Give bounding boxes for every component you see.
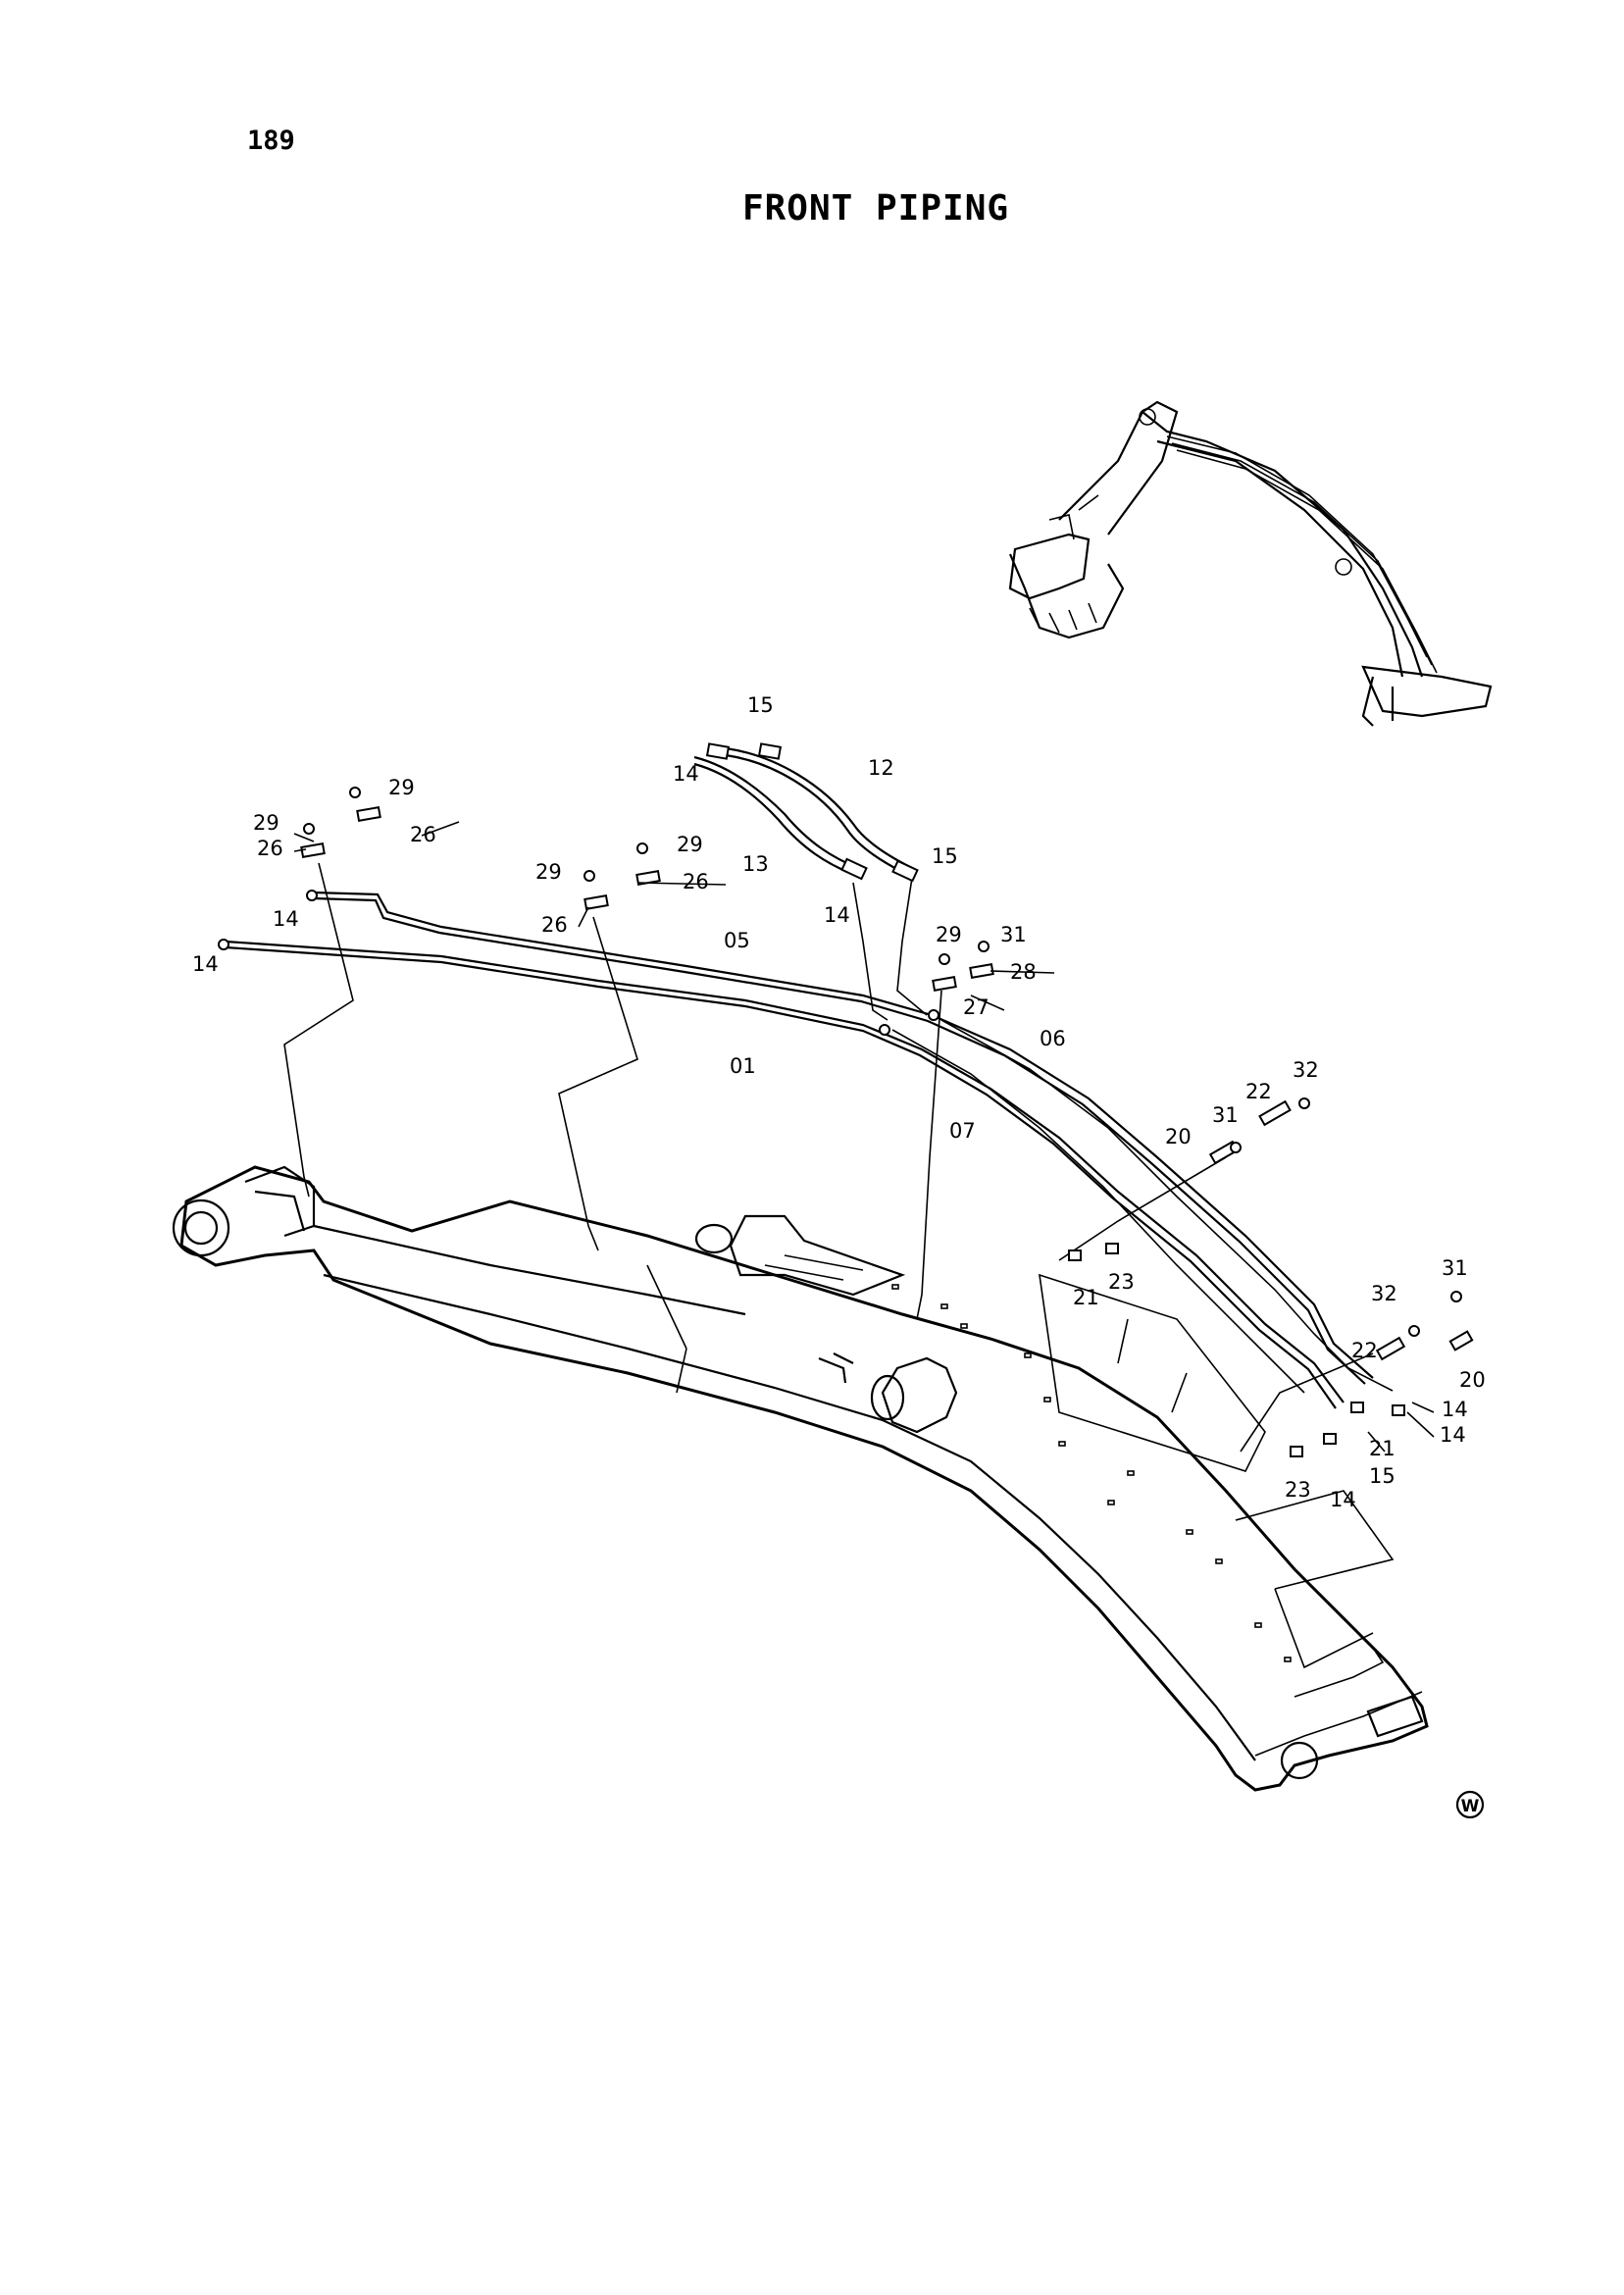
part-label: 29 [535,860,562,884]
boom-drawing [172,1165,1429,1792]
part-label: 29 [388,776,415,799]
part-label: 15 [932,844,958,868]
excavator-overview-drawing [1008,400,1493,727]
part-label: 23 [1285,1478,1311,1502]
part-label: 13 [742,852,769,876]
pipe-lines [218,742,1394,1409]
part-label: 27 [963,995,990,1019]
part-label: 23 [1108,1270,1135,1294]
boom-holes [891,1284,1292,1662]
part-label: 14 [192,952,219,976]
part-label: 29 [677,833,703,856]
part-label: 14 [1330,1488,1356,1511]
part-label: 22 [1351,1339,1378,1362]
corner-mark-letter: W [1461,1797,1480,1816]
part-label: 20 [1459,1368,1486,1392]
page-number: 189 [247,126,295,156]
part-label: 15 [747,693,774,717]
corner-mark: W [1455,1790,1485,1819]
part-label: 32 [1293,1058,1319,1082]
part-label: 22 [1245,1080,1272,1103]
part-label: 14 [824,903,850,927]
part-label: 29 [936,923,962,946]
part-label: 26 [257,837,283,860]
part-label: 01 [730,1054,756,1078]
part-label: 21 [1073,1286,1099,1309]
page-title: FRONT PIPING [741,188,1010,229]
part-label: 20 [1165,1125,1192,1148]
part-label: 32 [1371,1282,1397,1305]
part-label: 26 [683,870,709,893]
part-label: 06 [1040,1027,1066,1050]
part-label: 26 [541,913,568,937]
part-label: 12 [868,756,894,780]
part-label: 31 [1212,1103,1239,1127]
part-label: 05 [724,929,750,952]
part-label: 14 [1440,1423,1466,1447]
part-label: 14 [273,907,299,931]
part-label: 31 [1442,1256,1468,1280]
part-label: 31 [1000,923,1027,946]
part-label: 14 [673,762,699,786]
clamps-and-bolts [300,787,1474,1457]
part-number-labels: 15 14 12 29 29 26 26 13 15 29 29 26 26 1… [192,693,1486,1511]
part-label: 14 [1442,1398,1468,1421]
part-label: 15 [1369,1464,1396,1488]
leader-lines [283,833,1374,1453]
part-label: 07 [949,1119,976,1143]
part-label: 29 [253,811,279,835]
